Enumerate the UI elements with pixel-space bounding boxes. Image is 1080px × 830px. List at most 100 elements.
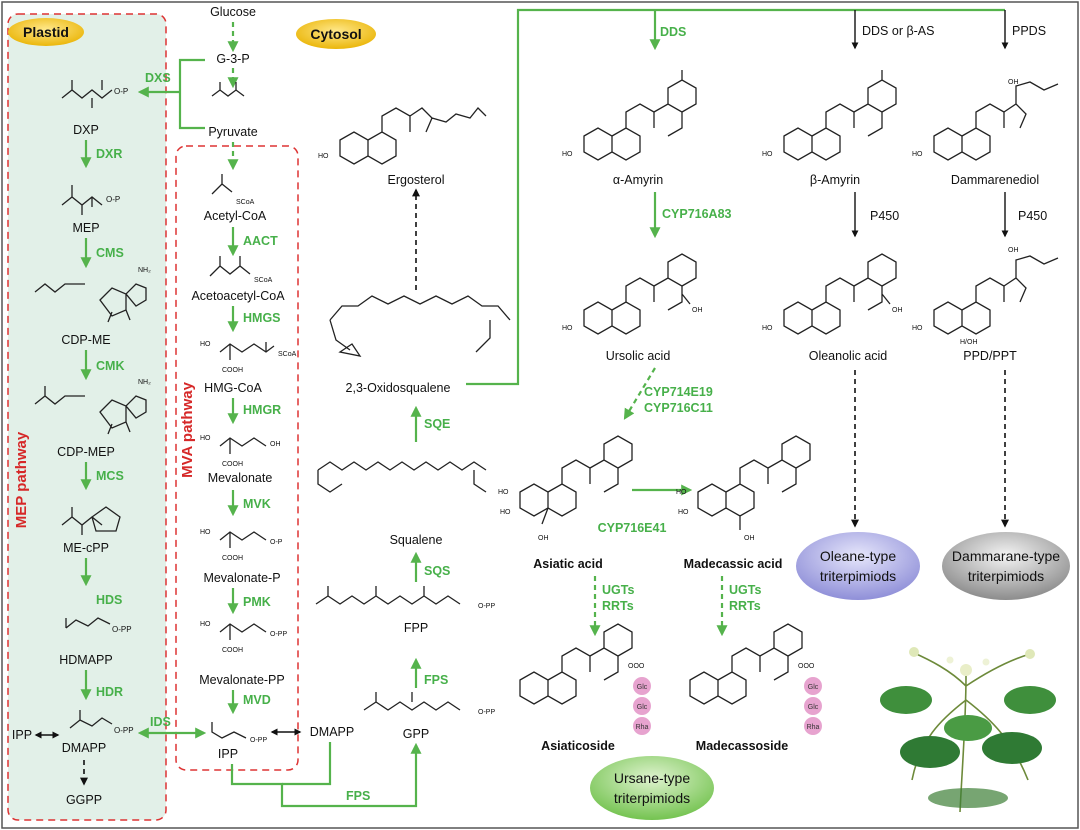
hmg-coa-label: HMG-CoA <box>204 381 262 395</box>
mevalonate-pp-structure <box>219 623 267 640</box>
ursane-type-line1: Ursane-type <box>614 770 690 786</box>
enzyme-ugts-right: UGTs <box>729 583 761 597</box>
mevalonate-label: Mevalonate <box>208 471 273 485</box>
madecassoside-label: Madecassoside <box>696 739 788 753</box>
enzyme-ids: IDS <box>150 715 171 729</box>
asiaticoside-structure <box>519 623 633 705</box>
madecassoside-sugar-1-label: Glc <box>808 684 819 691</box>
mevalonate-pp-label: Mevalonate-PP <box>199 673 284 687</box>
madecassoside-ooo-atom: OOO <box>798 663 815 670</box>
mva-pathway-label: MVA pathway <box>179 381 196 478</box>
acetyl-coa-scoa-atom: SCoA <box>236 199 255 206</box>
beta-amyrin-label: β-Amyrin <box>810 173 860 187</box>
ppd-ppt-ho-atom: HO <box>912 325 923 332</box>
dmapp-left-opp-atom: O-PP <box>114 726 134 735</box>
centella-plant-illustration <box>880 647 1056 813</box>
enzyme-hdr: HDR <box>96 685 123 699</box>
enzyme-dxs: DXS <box>145 71 171 85</box>
hmg-coa-structure <box>219 342 275 360</box>
alpha-amyrin-structure <box>583 70 697 161</box>
ipp-center-label: IPP <box>218 747 238 761</box>
hmg-coa-ho-atom: HO <box>200 341 211 348</box>
hmg-coa-cooh-atom: COOH <box>222 367 243 374</box>
dammarane-type-line2: triterpimiods <box>968 568 1044 584</box>
arrow-cyp714e19 <box>623 367 656 420</box>
fps-connector-dmapp <box>282 742 332 786</box>
gpp-structure <box>363 692 461 711</box>
acetoacetyl-coa-scoa-atom: SCoA <box>254 277 273 284</box>
oxidosqualene-label: 2,3-Oxidosqualene <box>346 381 451 395</box>
gpp-label: GPP <box>403 727 429 741</box>
mevalonate-pp-opp-atom: O-PP <box>270 631 287 638</box>
madecassoside-sugar-3 <box>804 717 822 735</box>
hmg-coa-scoa-atom: SCoA <box>278 351 297 358</box>
asiaticoside-ooo-atom: OOO <box>628 663 645 670</box>
madecassoside-structure <box>689 623 803 705</box>
oleanolic-acid-ho-atom: HO <box>762 325 773 332</box>
ursolic-acid-label: Ursolic acid <box>606 349 671 363</box>
mevalonate-pp-cooh-atom: COOH <box>222 647 243 654</box>
cytosol-label: Cytosol <box>310 26 361 42</box>
mevalonate-structure <box>219 437 267 454</box>
enzyme-cyp716a83: CYP716A83 <box>662 207 732 221</box>
ergosterol-structure <box>339 107 487 165</box>
oleanolic-acid-structure <box>783 253 897 335</box>
enzyme-cyp716c11: CYP716C11 <box>644 401 713 415</box>
enzyme-mvk: MVK <box>243 497 271 511</box>
oleane-type-line1: Oleane-type <box>820 548 896 564</box>
hdmapp-structure <box>65 617 111 629</box>
mevalonate-p-op-atom: O-P <box>270 539 283 546</box>
dammarenediol-structure <box>933 81 1059 161</box>
enzyme-mcs: MCS <box>96 469 124 483</box>
acetoacetyl-coa-structure <box>209 256 251 277</box>
ergosterol-label: Ergosterol <box>388 173 445 187</box>
ursolic-acid-ho-atom: HO <box>562 325 573 332</box>
cdp-me-label: CDP-ME <box>61 333 110 347</box>
dmapp-center-label: DMAPP <box>310 725 354 739</box>
enzyme-fps-gpp: FPS <box>424 673 448 687</box>
madecassoside-sugar-1 <box>804 677 822 695</box>
mep-pathway-label: MEP pathway <box>13 431 30 528</box>
mevalonate-p-cooh-atom: COOH <box>222 555 243 562</box>
mevalonate-p-ho-atom: HO <box>200 529 211 536</box>
ipp-left-label: IPP <box>12 728 32 742</box>
enzyme-aact: AACT <box>243 234 278 248</box>
mevalonate-pp-ho-atom: HO <box>200 621 211 628</box>
asiaticoside-sugar-1-label: Glc <box>637 684 648 691</box>
mva-region <box>175 145 299 771</box>
mep-label: MEP <box>72 221 99 235</box>
plastid-region <box>7 13 167 821</box>
cdp-mep-label: CDP-MEP <box>57 445 115 459</box>
me-cpp-label: ME-cPP <box>63 541 109 555</box>
mevalonate-cooh-atom: COOH <box>222 461 243 468</box>
cdp-mep-structure <box>34 386 147 435</box>
asiatic-acid-ho2-atom: HO <box>500 509 511 516</box>
dammarane-type-line1: Dammarane-type <box>952 548 1060 564</box>
asiatic-acid-oh-atom: OH <box>538 535 549 542</box>
ursolic-acid-structure <box>583 253 697 335</box>
asiaticoside-label: Asiaticoside <box>541 739 615 753</box>
ppd-ppt-hoh-atom: H/OH <box>960 339 978 346</box>
mevalonate-oh-atom: OH <box>270 441 281 448</box>
pyruvate-label: Pyruvate <box>208 125 257 139</box>
enzyme-cyp716e41: CYP716E41 <box>598 521 667 535</box>
ursane-type-line2: triterpimiods <box>614 790 690 806</box>
asiaticoside-sugar-2 <box>633 697 651 715</box>
plastid-label: Plastid <box>23 24 69 40</box>
dammarenediol-oh-atom: OH <box>1008 79 1019 86</box>
enzyme-sqs: SQS <box>424 564 450 578</box>
asiaticoside-sugar-3-label: Rha <box>636 724 649 731</box>
dxp-label: DXP <box>73 123 99 137</box>
enzyme-dds: DDS <box>660 25 686 39</box>
enzyme-mvd: MVD <box>243 693 271 707</box>
asiatic-acid-structure <box>519 435 633 525</box>
plastid-badge <box>8 18 84 46</box>
enzyme-cmk: CMK <box>96 359 124 373</box>
ursane-type-ellipse <box>590 756 714 820</box>
ppd-ppt-label: PPD/PPT <box>963 349 1017 363</box>
cdp-mep-nh2-atom: NH₂ <box>138 379 151 386</box>
pyruvate-structure <box>211 82 245 97</box>
me-cpp-structure <box>61 506 121 535</box>
